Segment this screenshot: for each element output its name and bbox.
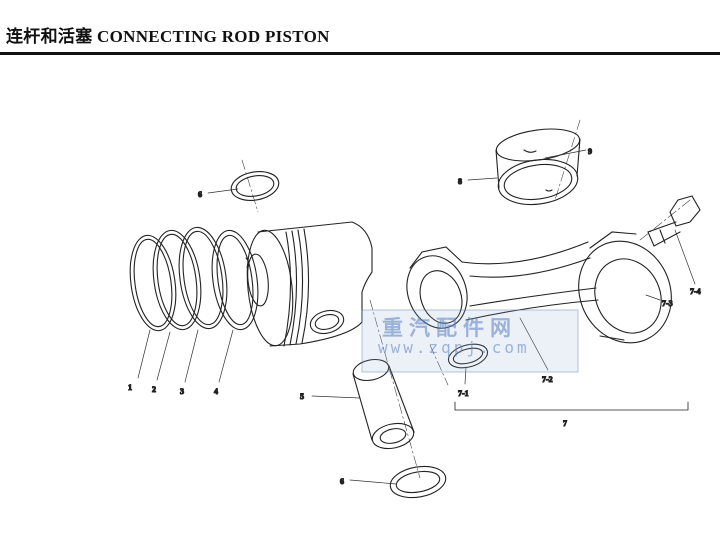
small-end-bushing <box>447 343 489 369</box>
callout-9: 9 <box>588 147 592 156</box>
callout-7-3: 7-3 <box>662 299 673 308</box>
callout-7: 7 <box>563 419 567 428</box>
callout-2: 2 <box>152 385 156 394</box>
header-divider <box>0 52 720 55</box>
callout-7-2: 7-2 <box>542 375 553 384</box>
piston-ring-3 <box>178 226 228 330</box>
page-title: 连杆和活塞 CONNECTING ROD PISTON <box>6 27 330 46</box>
callout-5: 5 <box>300 392 304 401</box>
piston-pin <box>352 358 415 450</box>
snap-ring-bottom <box>389 465 447 499</box>
callout-6-top: 6 <box>198 190 202 199</box>
con-rod-bolt <box>647 195 701 247</box>
assembly-bracket <box>454 401 689 411</box>
callout-8: 8 <box>458 177 462 186</box>
piston-ring-4 <box>211 229 259 331</box>
piston-ring-2 <box>152 229 202 331</box>
callout-7-1: 7-1 <box>458 389 469 398</box>
header: 连杆和活塞 CONNECTING ROD PISTON <box>0 0 720 58</box>
piston <box>246 221 373 347</box>
bearing-shell <box>495 128 581 206</box>
leader-lines <box>137 149 696 485</box>
piston-ring-1 <box>129 234 177 332</box>
callout-1: 1 <box>128 383 132 392</box>
snap-ring-top <box>230 171 280 201</box>
exploded-parts-diagram: 1 2 3 4 5 6 6 7 7-1 7-2 7-3 7-4 8 9 <box>127 119 701 499</box>
callout-4: 4 <box>214 387 218 396</box>
callout-6-bottom: 6 <box>340 477 344 486</box>
callout-3: 3 <box>180 387 184 396</box>
center-lines <box>241 119 691 479</box>
connecting-rod <box>406 231 672 344</box>
callout-7-4: 7-4 <box>690 287 701 296</box>
